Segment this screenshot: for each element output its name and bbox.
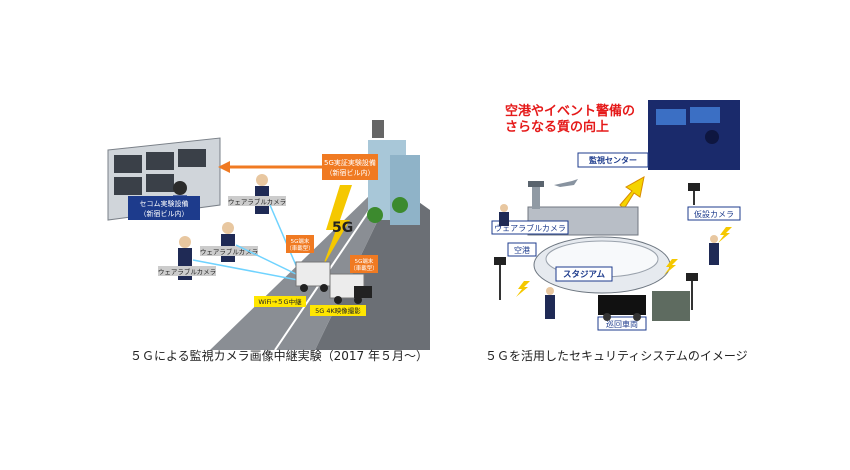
test-equipment-label: 5G実証実験設備: [324, 158, 376, 167]
right-illustration: 空港やイベント警備の さらなる質の向上 監視センター ウェアラブルカメラ 空港 …: [480, 95, 755, 345]
operator-icon: [705, 130, 719, 144]
terminal-label-box: [286, 235, 314, 253]
camera-icon: [688, 183, 700, 191]
guard-icon: [499, 204, 509, 226]
wearable-label: ウェアラブルカメラ: [158, 267, 216, 276]
stadium-label: スタジアム: [563, 269, 605, 280]
right-caption: ５Ｇを活用したセキュリティシステムのイメージ: [485, 349, 748, 363]
tree-icon: [392, 197, 408, 213]
relay-arrow-head: [218, 161, 230, 173]
terminal-label-sub: （車載型）: [350, 264, 378, 272]
monitor-icon: [114, 177, 142, 195]
airport-label: 空港: [514, 245, 530, 255]
terminal-label: 5G端末: [355, 257, 374, 265]
headline-sub: さらなる質の向上: [505, 119, 609, 135]
video-camera-icon: [354, 286, 372, 298]
patrol-car-icon: [603, 313, 611, 321]
airplane-icon: [554, 179, 578, 187]
tree-icon: [367, 207, 383, 223]
operator-icon: [173, 181, 187, 195]
guard-icon: [709, 235, 719, 265]
terminal-label: 5G端末: [291, 237, 310, 245]
wearable-camera-label: ウェアラブルカメラ: [494, 223, 566, 233]
test-equipment-label-box: [322, 154, 378, 180]
guard-icon: [545, 287, 555, 319]
monitor-icon: [178, 149, 206, 167]
control-tower-icon: [528, 181, 544, 187]
upload-arrow: [619, 176, 645, 210]
wearable-label-box: [158, 266, 216, 276]
patrol-photo: [652, 291, 690, 321]
filming-label-box: [310, 305, 366, 316]
monitor-icon: [690, 107, 720, 123]
left-caption: ５Ｇによる監視カメラ画像中継実験（2017 年５月～）: [130, 349, 428, 363]
building: [390, 155, 420, 225]
signal-line: [269, 204, 299, 271]
signal-icon: [664, 259, 678, 275]
left-illustration: セコム実験設備 （新宿ビル内） 5G実証実験設備 （新宿ビル内） 5G ウェアラ…: [100, 110, 430, 351]
patrol-car-icon: [598, 295, 646, 315]
signal-line: [235, 244, 299, 276]
filming-label: 5G 4K映像撮影: [315, 306, 361, 315]
camera-icon: [494, 257, 506, 265]
monitor-icon: [656, 109, 686, 125]
monitor-center-label-box: [577, 152, 649, 168]
monitor-icon: [146, 174, 174, 192]
wearable-label-box: [200, 246, 258, 256]
stadium-label-box: [555, 266, 613, 282]
secom-label-box: [128, 196, 200, 220]
secom-label: セコム実験設備: [140, 199, 189, 208]
temp-camera-label-box: [687, 206, 741, 221]
patrol-label-box: [597, 316, 647, 331]
camera-icon: [686, 273, 698, 281]
monitor-icon: [146, 152, 174, 170]
patrol-car-icon: [633, 313, 641, 321]
signal-icon: [718, 227, 732, 243]
control-tower-icon: [532, 185, 540, 209]
relay-experiment-illustration: セコム実験設備 （新宿ビル内） 5G実証実験設備 （新宿ビル内） 5G ウェアラ…: [107, 120, 430, 351]
headline: 空港やイベント警備の: [505, 103, 635, 119]
terminal-label-sub: （車載型）: [286, 244, 314, 252]
patrol-label: 巡回車両: [606, 319, 638, 329]
lightning-icon: [322, 185, 352, 268]
fiveg-label: 5G: [332, 220, 353, 236]
security-system-illustration: 空港やイベント警備の さらなる質の向上 監視センター ウェアラブルカメラ 空港 …: [491, 100, 741, 331]
antenna-icon: [372, 120, 384, 138]
wearable-label: ウェアラブルカメラ: [200, 247, 258, 256]
terminal-label-box: [350, 255, 378, 273]
test-equipment-label-sub: （新宿ビル内）: [326, 168, 375, 177]
temp-camera-label: 仮設カメラ: [694, 209, 734, 219]
airport-label-box: [507, 242, 537, 257]
monitor-center-label: 監視センター: [589, 155, 637, 165]
wearable-camera-label-box: [491, 220, 569, 235]
signal-line: [192, 259, 299, 281]
van-icon: [295, 261, 331, 292]
monitor-icon: [114, 155, 142, 173]
signal-icon: [516, 281, 530, 297]
wearable-label: ウェアラブルカメラ: [228, 197, 286, 206]
wifi-relay-label-box: [254, 296, 306, 307]
secom-label-sub: （新宿ビル内）: [140, 209, 189, 218]
wifi-relay-label: WiFi→５G中継: [258, 297, 302, 306]
wearable-label-box: [228, 196, 286, 206]
guard-icon: [255, 174, 269, 214]
